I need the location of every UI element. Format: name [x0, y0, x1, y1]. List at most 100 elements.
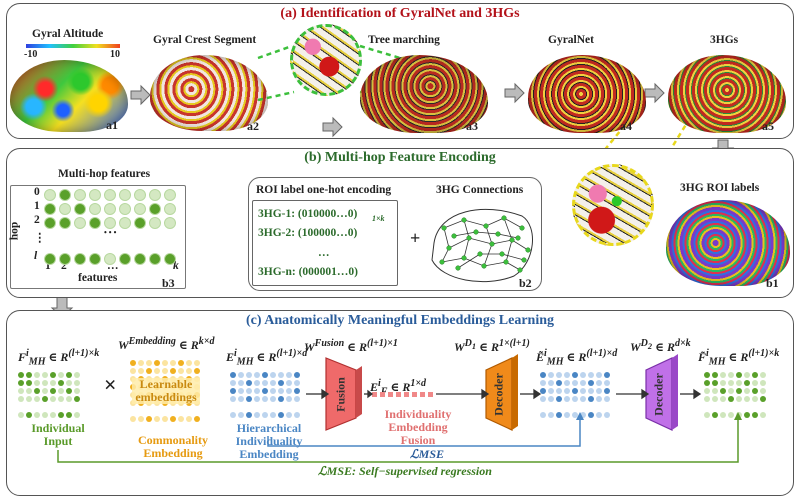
- output-dot: [760, 388, 766, 394]
- embedding-dot: [130, 416, 136, 422]
- input-dot: [18, 396, 24, 402]
- output-dot: [704, 372, 710, 378]
- onehot-row-n: 3HG-n: (000001…0): [258, 266, 358, 278]
- input-dot: [58, 396, 64, 402]
- output-dot: [704, 388, 710, 394]
- feature-dot: [164, 203, 176, 215]
- onehot-row-1: 3HG-1: (010000…0): [258, 208, 358, 220]
- w-d2-label: WD2 ∈ Rd×k: [630, 338, 691, 354]
- output-dot: [704, 380, 710, 386]
- embedding-dot: [194, 360, 200, 366]
- zoom-circle-3hg: [572, 164, 654, 246]
- input-dot: [42, 412, 48, 418]
- feature-dot: [44, 189, 56, 201]
- hierarchical-dot: [262, 412, 268, 418]
- output-dot: [736, 372, 742, 378]
- e-f-symbol: E: [370, 380, 379, 394]
- hierarchical-dot: [246, 380, 252, 386]
- feature-dot: [59, 203, 71, 215]
- reconstructed-e-dot: [580, 388, 586, 394]
- reconstructed-e-dot: [556, 396, 562, 402]
- reconstructed-e-dot: [580, 412, 586, 418]
- output-dot: [704, 396, 710, 402]
- feature-dot: [149, 203, 161, 215]
- embedding-dot: [170, 416, 176, 422]
- output-dot: [744, 396, 750, 402]
- reconstructed-e-dot: [556, 388, 562, 394]
- altitude-colorbar: [26, 44, 120, 48]
- tag-a5: a5: [762, 119, 774, 133]
- arrow-a3-a4: [504, 82, 525, 104]
- hierarchical-dot: [254, 396, 260, 402]
- output-dot: [760, 412, 766, 418]
- scale-max: 10: [110, 49, 120, 60]
- hierarchical-dot: [246, 372, 252, 378]
- embedding-dot: [146, 368, 152, 374]
- output-dot: [728, 372, 734, 378]
- input-dot: [58, 388, 64, 394]
- input-dot: [74, 412, 80, 418]
- hierarchical-dot: [238, 380, 244, 386]
- hierarchical-dot: [270, 380, 276, 386]
- output-dot: [752, 412, 758, 418]
- reconstructed-e-dot: [604, 396, 610, 402]
- input-dot: [50, 380, 56, 386]
- reconstructed-e-dot: [572, 372, 578, 378]
- reconstructed-e-dot: [564, 396, 570, 402]
- embedding-dot: [154, 416, 160, 422]
- output-dot: [704, 412, 710, 418]
- output-dot: [744, 380, 750, 386]
- output-dot: [736, 388, 742, 394]
- feature-dot: [44, 217, 56, 229]
- tag-b2: b2: [519, 276, 532, 290]
- reconstructed-e-dot: [564, 412, 570, 418]
- reconstructed-e-dot: [580, 396, 586, 402]
- hierarchical-dot: [254, 380, 260, 386]
- mse-loss-label: ℒMSE: [410, 447, 444, 461]
- input-dot: [26, 412, 32, 418]
- hierarchical-dot: [254, 388, 260, 394]
- feature-tick-label: 2: [61, 260, 67, 272]
- output-dot: [728, 388, 734, 394]
- embedding-dot: [178, 416, 184, 422]
- feature-dot: [89, 217, 101, 229]
- reconstructed-e-dot: [548, 388, 554, 394]
- f-mh-input-label: FiMH ∈ R(l+1)×k: [18, 348, 100, 368]
- commonality-caption: Commonality Embedding: [138, 433, 208, 460]
- hierarchical-dot: [270, 372, 276, 378]
- tag-a4: a4: [620, 119, 632, 133]
- hierarchical-dot: [294, 380, 300, 386]
- reconstructed-e-dot: [540, 412, 546, 418]
- brain-gyralnet: [528, 55, 646, 133]
- hierarchical-dot: [230, 380, 236, 386]
- features-axis: features: [78, 272, 118, 284]
- reconstructed-e-dot: [596, 396, 602, 402]
- multihop-title: Multi-hop features: [58, 168, 151, 180]
- reconstructed-e-dot: [564, 388, 570, 394]
- reconstructed-e-dot: [548, 412, 554, 418]
- connections-graph: [431, 209, 533, 283]
- feature-dot: [74, 189, 86, 201]
- input-dot: [34, 388, 40, 394]
- f-out-symbol: F̃: [698, 350, 707, 364]
- reconstructed-e-dot: [588, 396, 594, 402]
- zoom-circle-crest: [290, 24, 362, 96]
- reconstructed-e-dot: [540, 396, 546, 402]
- hierarchical-dot: [270, 412, 276, 418]
- embedding-dot: [186, 416, 192, 422]
- hierarchical-dot: [262, 396, 268, 402]
- panel-c-title: (c) Anatomically Meaningful Embeddings L…: [245, 313, 555, 328]
- output-dot: [752, 372, 758, 378]
- reconstructed-e-dot: [604, 388, 610, 394]
- tag-a1: a1: [106, 118, 118, 132]
- e-f-label: EiF ∈ R1×d: [370, 378, 427, 398]
- w-emb-symbol: W: [118, 338, 129, 352]
- reconstructed-e-dot: [556, 380, 562, 386]
- reconstructed-e-dot: [588, 380, 594, 386]
- scale-min: -10: [24, 49, 38, 60]
- w-d1-symbol: W: [454, 340, 465, 354]
- input-dot: [66, 380, 72, 386]
- input-dot: [74, 396, 80, 402]
- output-dot: [752, 380, 758, 386]
- input-dot: [18, 388, 24, 394]
